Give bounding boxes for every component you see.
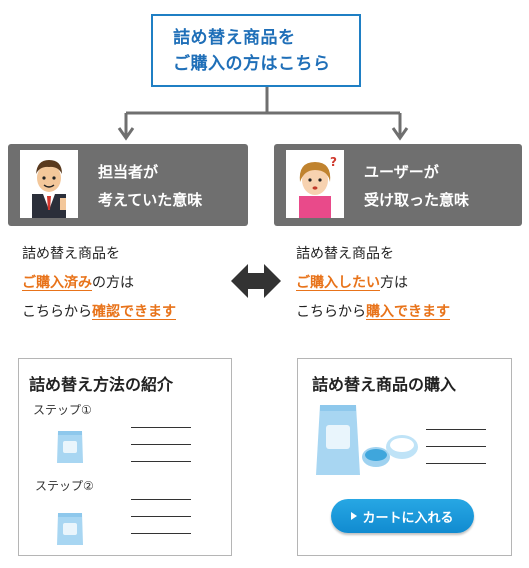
left-text-line2-rest: の方は — [92, 275, 134, 291]
top-title-line1: 詰め替え商品を — [173, 27, 296, 48]
refill-purchase-panel: 詰め替え商品の購入 カートに入れる — [297, 358, 512, 556]
confused-woman-avatar-icon: ? — [286, 150, 344, 218]
arrow-left-head — [117, 127, 135, 141]
double-arrow-icon — [231, 264, 281, 298]
left-header-line1: 担当者が — [98, 163, 159, 181]
refill-pouch-icon — [57, 513, 83, 545]
left-text-line3-prefix: こちらから — [22, 304, 92, 320]
right-header-line1: ユーザーが — [364, 163, 439, 181]
add-to-cart-button[interactable]: カートに入れる — [331, 499, 474, 533]
refill-purchase-title: 詰め替え商品の購入 — [312, 375, 457, 394]
refill-method-title: 詰め替え方法の紹介 — [29, 375, 174, 394]
user-meaning-header: ? ユーザーが 受け取った意味 — [274, 144, 522, 226]
add-to-cart-label: カートに入れる — [362, 510, 454, 526]
left-text-highlight2: 確認できます — [92, 304, 176, 320]
right-text-highlight2: 購入できます — [366, 304, 450, 320]
svg-text:?: ? — [330, 155, 337, 169]
right-text-line3-prefix: こちらから — [296, 304, 366, 320]
refill-method-panel: 詰め替え方法の紹介 ステップ① ステップ② — [18, 358, 232, 556]
step1-text-lines — [131, 427, 191, 478]
refill-pouch-icon — [57, 431, 83, 463]
staff-meaning-text: 詰め替え商品を ご購入済みの方は こちらから確認できます — [22, 240, 176, 327]
right-text-highlight1: ご購入したい — [296, 275, 380, 291]
purchase-text-lines — [426, 429, 486, 480]
right-text-line1: 詰め替え商品を — [296, 246, 394, 262]
top-title-line2: ご購入の方はこちら — [173, 53, 331, 74]
businessman-avatar-icon — [20, 150, 78, 218]
left-text-highlight1: ご購入済み — [22, 275, 92, 291]
step2-text-lines — [131, 499, 191, 550]
top-title-box: 詰め替え商品を ご購入の方はこちら — [151, 14, 361, 87]
step1-label: ステップ① — [33, 403, 92, 417]
refill-product-image — [316, 405, 418, 475]
left-text-line1: 詰め替え商品を — [22, 246, 120, 262]
user-meaning-text: 詰め替え商品を ご購入したい方は こちらから購入できます — [296, 240, 450, 327]
left-header-line2: 考えていた意味 — [98, 191, 203, 209]
arrow-right-head — [391, 127, 409, 141]
play-arrow-icon — [351, 512, 358, 520]
staff-meaning-header: 担当者が 考えていた意味 — [8, 144, 248, 226]
step2-label: ステップ② — [35, 479, 94, 493]
right-text-line2-rest: 方は — [380, 275, 408, 291]
right-header-line2: 受け取った意味 — [364, 191, 470, 209]
